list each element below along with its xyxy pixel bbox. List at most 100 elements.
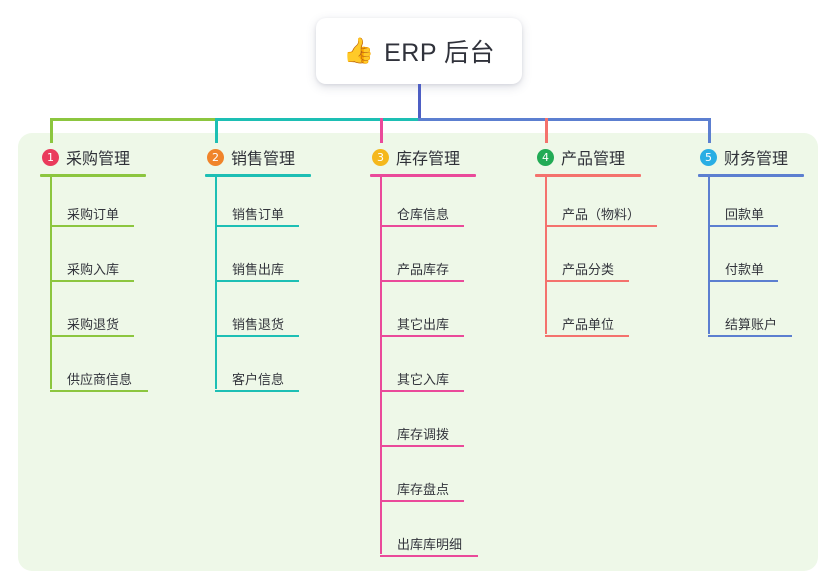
leaf-node[interactable]: 销售退货 bbox=[205, 287, 311, 342]
branch-header-underline bbox=[205, 174, 311, 177]
leaf-node-label: 回款单 bbox=[725, 207, 765, 222]
branch-number-badge: 3 bbox=[372, 148, 389, 166]
leaf-node[interactable]: 供应商信息 bbox=[40, 342, 148, 397]
leaf-node-underline bbox=[50, 225, 134, 227]
branch-header-2[interactable]: 2 销售管理 bbox=[205, 143, 311, 171]
leaf-node[interactable]: 其它入库 bbox=[370, 342, 476, 397]
branch-drop-connector-1 bbox=[50, 118, 53, 143]
branch-drop-connector-3 bbox=[380, 118, 383, 143]
branch-column-2: 2 销售管理销售订单销售出库销售退货客户信息 bbox=[205, 143, 311, 397]
leaf-node[interactable]: 回款单 bbox=[698, 177, 804, 232]
branch-drop-connector-5 bbox=[708, 118, 711, 143]
leaf-node-underline bbox=[380, 555, 478, 557]
leaf-node-label: 其它出库 bbox=[397, 317, 450, 332]
leaf-node[interactable]: 仓库信息 bbox=[370, 177, 476, 232]
bus-segment-2 bbox=[215, 118, 420, 121]
bus-segment-1 bbox=[50, 118, 217, 121]
branch-spine bbox=[708, 177, 710, 334]
leaf-node[interactable]: 采购退货 bbox=[40, 287, 146, 342]
leaf-node-label: 产品（物料） bbox=[562, 207, 641, 222]
leaf-node-label: 采购入库 bbox=[67, 262, 120, 277]
branch-drop-connector-2 bbox=[215, 118, 218, 143]
leaf-node[interactable]: 客户信息 bbox=[205, 342, 311, 397]
root-node-label: ERP 后台 bbox=[384, 39, 496, 67]
leaf-node-underline bbox=[708, 280, 778, 282]
leaf-node[interactable]: 库存调拨 bbox=[370, 397, 476, 452]
leaf-node-label: 采购退货 bbox=[67, 317, 120, 332]
leaf-node[interactable]: 采购入库 bbox=[40, 232, 146, 287]
branch-number-badge: 1 bbox=[42, 148, 59, 166]
leaf-node-label: 销售出库 bbox=[232, 262, 285, 277]
branch-number-badge: 2 bbox=[207, 148, 224, 166]
branch-title: 销售管理 bbox=[231, 151, 296, 168]
leaf-node-label: 产品库存 bbox=[397, 262, 450, 277]
leaf-node-underline bbox=[380, 445, 464, 447]
leaf-node-underline bbox=[215, 390, 299, 392]
branch-title: 采购管理 bbox=[66, 151, 131, 168]
leaf-node-label: 结算账户 bbox=[725, 317, 778, 332]
branch-header-5[interactable]: 5 财务管理 bbox=[698, 143, 804, 171]
leaf-node[interactable]: 销售订单 bbox=[205, 177, 311, 232]
branch-header-underline bbox=[40, 174, 146, 177]
leaf-node-label: 付款单 bbox=[725, 262, 765, 277]
branch-column-3: 3 库存管理仓库信息产品库存其它出库其它入库库存调拨库存盘点出库库明细 bbox=[370, 143, 478, 562]
leaf-node[interactable]: 库存盘点 bbox=[370, 452, 476, 507]
leaf-node-label: 库存盘点 bbox=[397, 482, 450, 497]
leaf-node-label: 其它入库 bbox=[397, 372, 450, 387]
leaf-node-underline bbox=[380, 390, 464, 392]
leaf-node-underline bbox=[215, 280, 299, 282]
branch-header-underline bbox=[698, 174, 804, 177]
leaf-node-underline bbox=[708, 335, 792, 337]
leaf-node-label: 采购订单 bbox=[67, 207, 120, 222]
leaf-node-underline bbox=[545, 335, 629, 337]
leaf-node-underline bbox=[708, 225, 778, 227]
branch-title: 财务管理 bbox=[724, 151, 789, 168]
leaf-node-label: 库存调拨 bbox=[397, 427, 450, 442]
branch-header-underline bbox=[535, 174, 641, 177]
leaf-node-underline bbox=[50, 280, 134, 282]
branch-column-1: 1 采购管理采购订单采购入库采购退货供应商信息 bbox=[40, 143, 148, 397]
leaf-node-label: 产品分类 bbox=[562, 262, 615, 277]
leaf-node-underline bbox=[215, 335, 299, 337]
branch-spine bbox=[215, 177, 217, 389]
leaf-node[interactable]: 出库库明细 bbox=[370, 507, 478, 562]
root-stem-connector bbox=[418, 84, 421, 121]
branch-spine bbox=[545, 177, 547, 334]
branch-leaf-list: 仓库信息产品库存其它出库其它入库库存调拨库存盘点出库库明细 bbox=[370, 177, 478, 562]
root-node[interactable]: 👍 ERP 后台 bbox=[316, 18, 522, 84]
leaf-node[interactable]: 产品（物料） bbox=[535, 177, 657, 232]
leaf-node[interactable]: 产品分类 bbox=[535, 232, 641, 287]
branch-leaf-list: 产品（物料） 产品分类产品单位 bbox=[535, 177, 657, 342]
branch-number-badge: 5 bbox=[700, 148, 717, 166]
leaf-node-label: 产品单位 bbox=[562, 317, 615, 332]
leaf-node[interactable]: 产品库存 bbox=[370, 232, 476, 287]
branch-number-badge: 4 bbox=[537, 148, 554, 166]
leaf-node[interactable]: 其它出库 bbox=[370, 287, 476, 342]
leaf-node-underline bbox=[380, 500, 464, 502]
branch-spine bbox=[380, 177, 382, 554]
leaf-node[interactable]: 结算账户 bbox=[698, 287, 804, 342]
leaf-node[interactable]: 产品单位 bbox=[535, 287, 641, 342]
leaf-node-underline bbox=[50, 335, 134, 337]
branch-leaf-list: 采购订单采购入库采购退货供应商信息 bbox=[40, 177, 148, 397]
leaf-node[interactable]: 销售出库 bbox=[205, 232, 311, 287]
branch-header-3[interactable]: 3 库存管理 bbox=[370, 143, 476, 171]
branch-header-1[interactable]: 1 采购管理 bbox=[40, 143, 146, 171]
leaf-node-underline bbox=[380, 280, 464, 282]
leaf-node-label: 销售退货 bbox=[232, 317, 285, 332]
leaf-node-label: 仓库信息 bbox=[397, 207, 450, 222]
thumbs-up-icon: 👍 bbox=[342, 36, 375, 65]
leaf-node-underline bbox=[50, 390, 148, 392]
leaf-node[interactable]: 采购订单 bbox=[40, 177, 146, 232]
diagram-panel bbox=[18, 133, 818, 571]
branch-title: 库存管理 bbox=[396, 151, 461, 168]
leaf-node-label: 出库库明细 bbox=[397, 537, 463, 552]
leaf-node-underline bbox=[380, 225, 464, 227]
branch-drop-connector-4 bbox=[545, 118, 548, 143]
leaf-node[interactable]: 付款单 bbox=[698, 232, 804, 287]
branch-leaf-list: 回款单付款单结算账户 bbox=[698, 177, 804, 342]
leaf-node-label: 销售订单 bbox=[232, 207, 285, 222]
leaf-node-label: 供应商信息 bbox=[67, 372, 133, 387]
